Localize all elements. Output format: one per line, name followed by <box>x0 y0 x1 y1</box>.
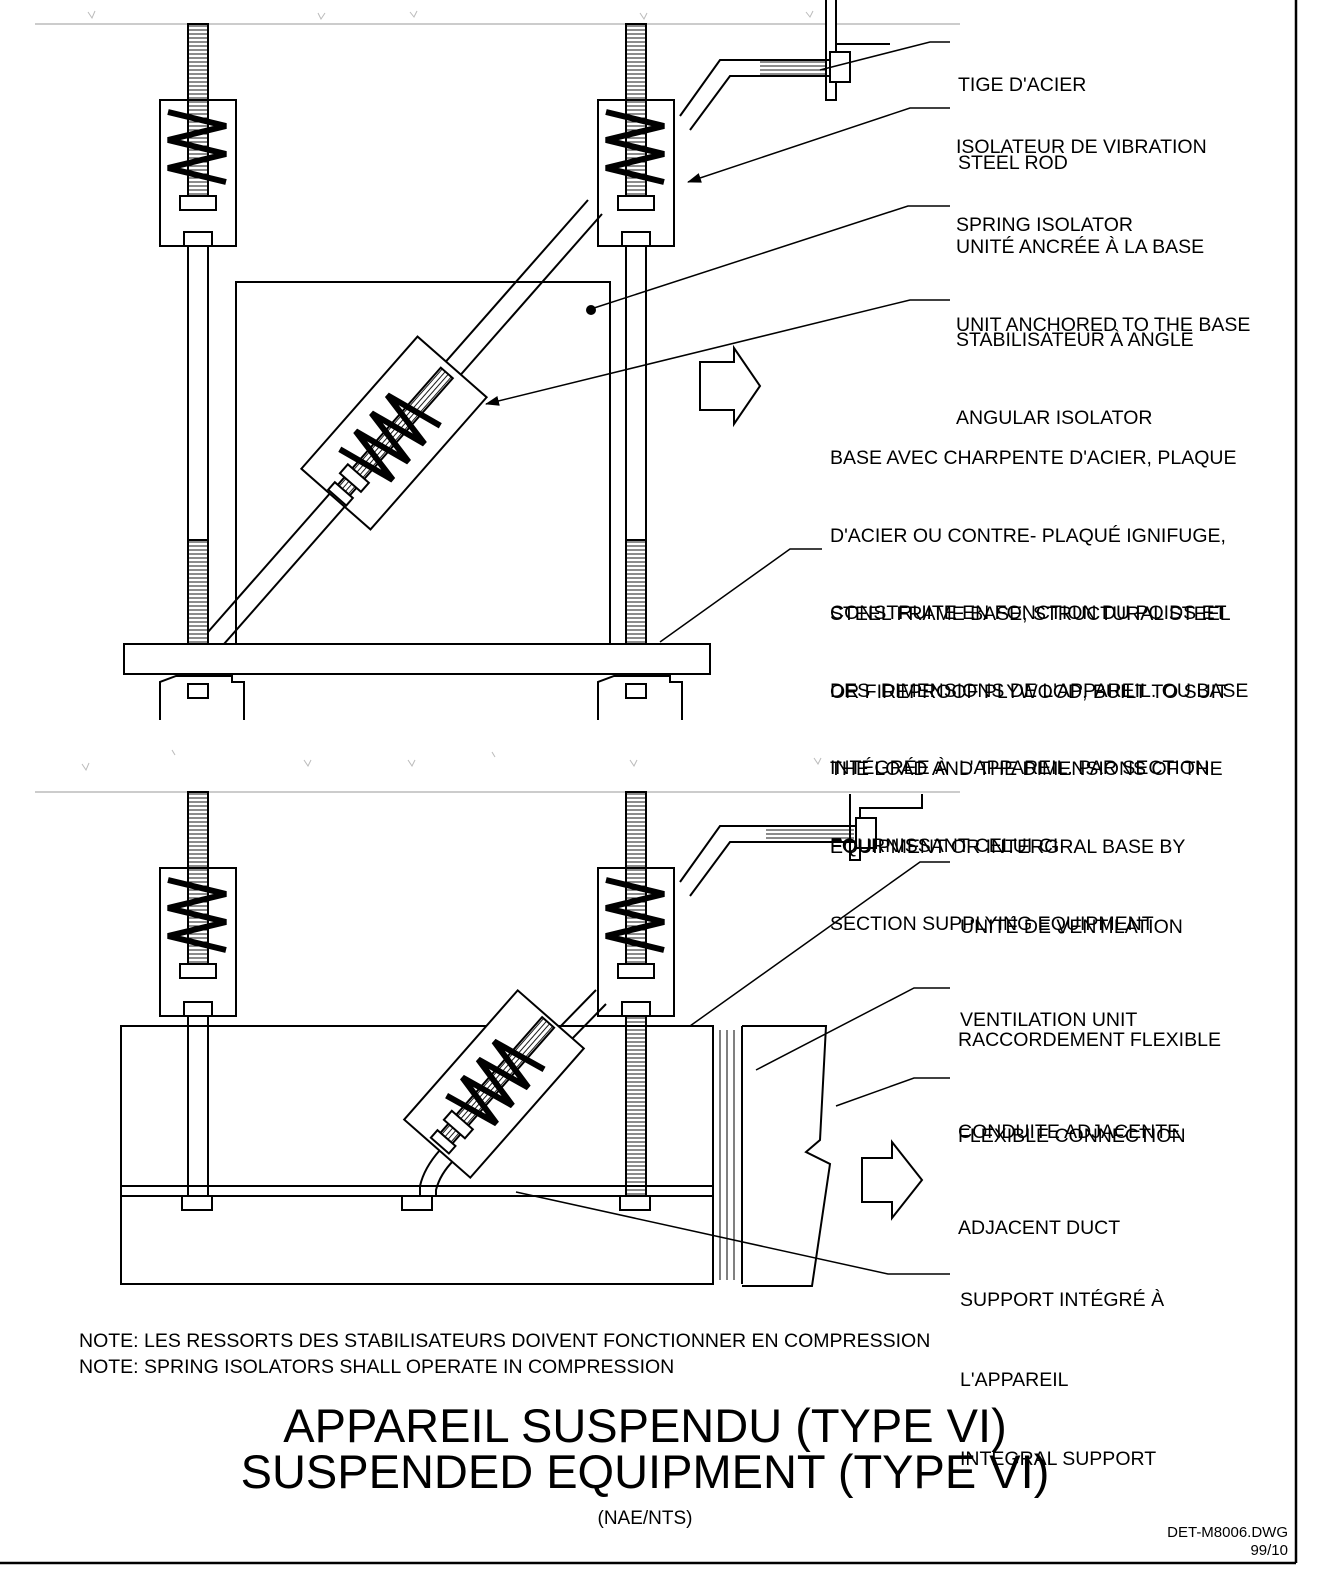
callout-integral-support: SUPPORT INTÉGRÉ À L'APPAREIL INTEGRAL SU… <box>960 1234 1164 1499</box>
callout-adjacent-duct-fr: CONDUITE ADJACENTE <box>958 1121 1181 1143</box>
note-en: NOTE: SPRING ISOLATORS SHALL OPERATE IN … <box>79 1356 675 1378</box>
callout-angular-isolator: STABILISATEUR À ANGLE ANGULAR ISOLATOR <box>956 275 1194 457</box>
drawing-title-en: SUSPENDED EQUIPMENT (TYPE VI) <box>240 1445 1050 1498</box>
callout-flexible-connection: RACCORDEMENT FLEXIBLE FLEXIBLE CONNECTIO… <box>958 960 1221 1184</box>
base-fr-line: D'ACIER OU CONTRE- PLAQUÉ IGNIFUGE, <box>830 524 1226 547</box>
drawing-reference: DET-M8006.DWG 99/10 <box>1167 1524 1288 1560</box>
spring-isolator-left-bottom <box>159 867 237 1017</box>
angular-isolator <box>207 199 603 645</box>
note-fr: NOTE: LES RESSORTS DES STABILISATEURS DO… <box>79 1330 931 1352</box>
base-en-line: THE LOAD AND THE DIMENSIONS OF THE <box>830 758 1223 780</box>
scale-note: (NAE/NTS) <box>597 1508 693 1529</box>
integral-support-line: SUPPORT INTÉGRÉ À <box>960 1289 1165 1311</box>
base-fr-line: FOURNISSANT CELUI-CI <box>830 834 1059 857</box>
wall-bracket-bottom <box>679 794 923 897</box>
concrete-specks <box>87 10 814 20</box>
callout-spring-isolator: ISOLATEUR DE VIBRATION SPRING ISOLATOR <box>956 82 1207 264</box>
callout-flexible-connection-en: FLEXIBLE CONNECTION <box>958 1125 1186 1147</box>
base-en-line: EQUIPMENT OR INTERGRAL BASE BY <box>830 835 1186 858</box>
callout-spring-isolator-en: SPRING ISOLATOR <box>956 214 1133 236</box>
sheet-border <box>0 0 1298 1565</box>
wall-bracket-top <box>679 0 890 131</box>
direction-arrow-bottom <box>861 1139 924 1221</box>
base-fr-line: DES DIMENSIONS DE L'APPAREIL. OU BASE <box>830 679 1249 702</box>
direction-arrow-top <box>699 344 762 428</box>
anchor-point <box>586 305 596 315</box>
top-detail <box>35 0 960 720</box>
steel-frame-base <box>123 643 711 675</box>
integral-support-line: L'APPAREIL <box>960 1368 1069 1391</box>
callout-steel-rod-fr: TIGE D'ACIER <box>958 74 1087 96</box>
base-en-line: SECTION SUPPLYING EQUIPMENT <box>830 913 1154 935</box>
callout-ventilation-unit-en: VENTILATION UNIT <box>960 1009 1138 1031</box>
callout-adjacent-duct-en: ADJACENT DUCT <box>958 1217 1121 1239</box>
ventilation-unit <box>120 1025 714 1285</box>
flexible-connection <box>712 1026 743 1284</box>
callout-base-description-en: STEEL FRAME BASE, STRUCTURAL STEEL OR FI… <box>830 550 1231 964</box>
callout-ventilation-unit: UNITÉ DE VENTILATION VENTILATION UNIT <box>960 850 1183 1067</box>
drawing-revision: 99/10 <box>1250 1542 1288 1559</box>
callout-spring-isolator-fr: ISOLATEUR DE VIBRATION <box>956 136 1207 158</box>
leader-lines-top <box>485 41 950 643</box>
base-en-line: OR FIREPROOF PLYWOOD, BUILT TO SUIT <box>830 680 1228 703</box>
base-fr-line: BASE AVEC CHARPENTE D'ACIER, PLAQUE <box>830 447 1237 469</box>
base-fr-line: CONSTRUITE EN FONCTION DU POIDS ET <box>830 602 1227 624</box>
callout-steel-rod-en: STEEL ROD <box>958 152 1068 174</box>
callout-ventilation-unit-fr: UNITÉ DE VENTILATION <box>960 916 1183 938</box>
callout-angular-isolator-en: ANGULAR ISOLATOR <box>956 407 1153 429</box>
spring-isolator-right <box>597 99 675 247</box>
callout-steel-rod: TIGE D'ACIER STEEL ROD <box>958 20 1086 202</box>
callout-base-description-fr: BASE AVEC CHARPENTE D'ACIER, PLAQUE D'AC… <box>830 394 1248 885</box>
callout-flexible-connection-fr: RACCORDEMENT FLEXIBLE <box>958 1029 1221 1051</box>
base-fr-line: INTÉGRÉE À L'APPAREIL. PAR SECTION <box>830 757 1210 779</box>
spring-isolator-left <box>159 99 237 247</box>
base-channel-right <box>597 675 683 720</box>
callout-unit-anchored-fr: UNITÉ ANCRÉE À LA BASE <box>956 236 1205 258</box>
callout-angular-isolator-fr: STABILISATEUR À ANGLE <box>956 329 1194 351</box>
base-channel-left <box>159 675 245 720</box>
callout-unit-anchored-en: UNIT ANCHORED TO THE BASE <box>956 314 1251 336</box>
spring-isolator-right-bottom <box>597 867 675 1017</box>
base-en-line: STEEL FRAME BASE, STRUCTURAL STEEL <box>830 603 1231 625</box>
concrete-specks-bottom <box>81 749 822 772</box>
callout-adjacent-duct: CONDUITE ADJACENTE ADJACENT DUCT <box>958 1052 1180 1276</box>
drawing-file-name: DET-M8006.DWG <box>1167 1524 1288 1541</box>
callout-unit-anchored: UNITÉ ANCRÉE À LA BASE UNIT ANCHORED TO … <box>956 182 1250 364</box>
leader-lines-bottom <box>515 861 950 1275</box>
integral-support-line: INTEGRAL SUPPORT <box>960 1448 1157 1470</box>
bottom-detail <box>35 749 960 1287</box>
drawing-title-fr: APPAREIL SUSPENDU (TYPE VI) <box>283 1399 1007 1452</box>
hanger-rod-left <box>187 23 209 645</box>
angular-isolator-bottom <box>402 988 607 1196</box>
adjacent-duct <box>742 1025 832 1287</box>
